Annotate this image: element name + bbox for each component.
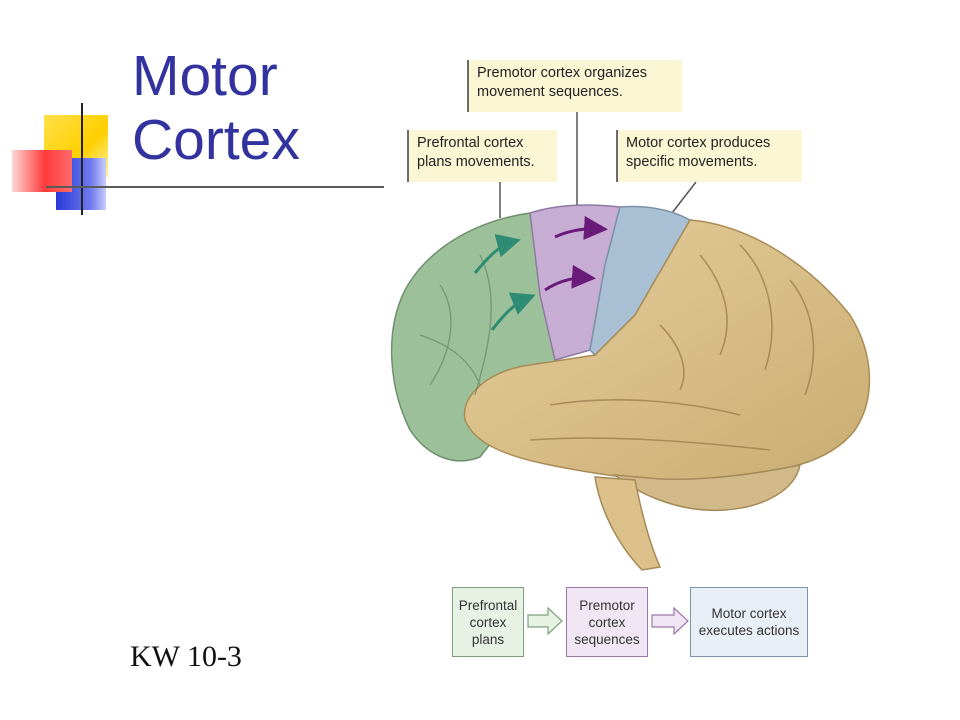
flow-box-prefrontal-line-2: cortex <box>469 614 507 630</box>
callout-motor-line-1: Motor cortex produces <box>626 135 771 151</box>
motor-region <box>589 205 692 357</box>
callout-motor: Motor cortex produces specific movements… <box>616 130 802 182</box>
callout-premotor: Premotor cortex organizes movement seque… <box>467 60 682 112</box>
flow-box-premotor: Premotor cortex sequences <box>566 587 648 657</box>
flow-arrow-2 <box>651 606 689 636</box>
slide-title: Motor Cortex <box>132 44 300 172</box>
flow-box-premotor-line-2: cortex <box>588 614 626 630</box>
green-arrow-upper <box>473 234 521 274</box>
flow-box-premotor-line-3: sequences <box>574 631 640 647</box>
callout-prefrontal: Prefrontal cortex plans movements. <box>407 130 557 182</box>
flow-box-premotor-line-1: Premotor <box>579 597 635 613</box>
red-square-decoration <box>12 150 72 192</box>
vertical-rule-decoration <box>81 103 83 215</box>
green-arrow-lower <box>490 292 536 331</box>
callout-prefrontal-line-2: plans movements. <box>417 154 535 170</box>
footer-label: KW 10-3 <box>130 640 242 673</box>
cerebellum <box>612 464 801 512</box>
flow-box-prefrontal-line-3: plans <box>471 631 505 647</box>
purple-arrow-upper <box>554 215 608 240</box>
flow-box-motor-line-2: executes actions <box>698 623 800 638</box>
brainstem <box>594 476 662 571</box>
slide-title-line-1: Motor <box>132 44 278 108</box>
title-underline <box>46 186 384 188</box>
slide-title-line-2: Cortex <box>132 108 300 172</box>
flow-arrow-1 <box>527 606 563 636</box>
callout-premotor-line-1: Premotor cortex organizes <box>477 65 648 81</box>
flow-box-prefrontal-line-1: Prefrontal <box>458 597 518 613</box>
callout-prefrontal-line-1: Prefrontal cortex <box>417 135 524 151</box>
flow-box-prefrontal: Prefrontal cortex plans <box>452 587 524 657</box>
purple-arrow-lower <box>544 264 596 292</box>
flow-box-motor-line-1: Motor cortex <box>711 606 787 621</box>
flow-box-motor: Motor cortex executes actions <box>690 587 808 657</box>
callout-premotor-line-2: movement sequences. <box>477 84 623 100</box>
brain-illustration <box>390 204 871 571</box>
callout-motor-line-2: specific movements. <box>626 154 758 170</box>
